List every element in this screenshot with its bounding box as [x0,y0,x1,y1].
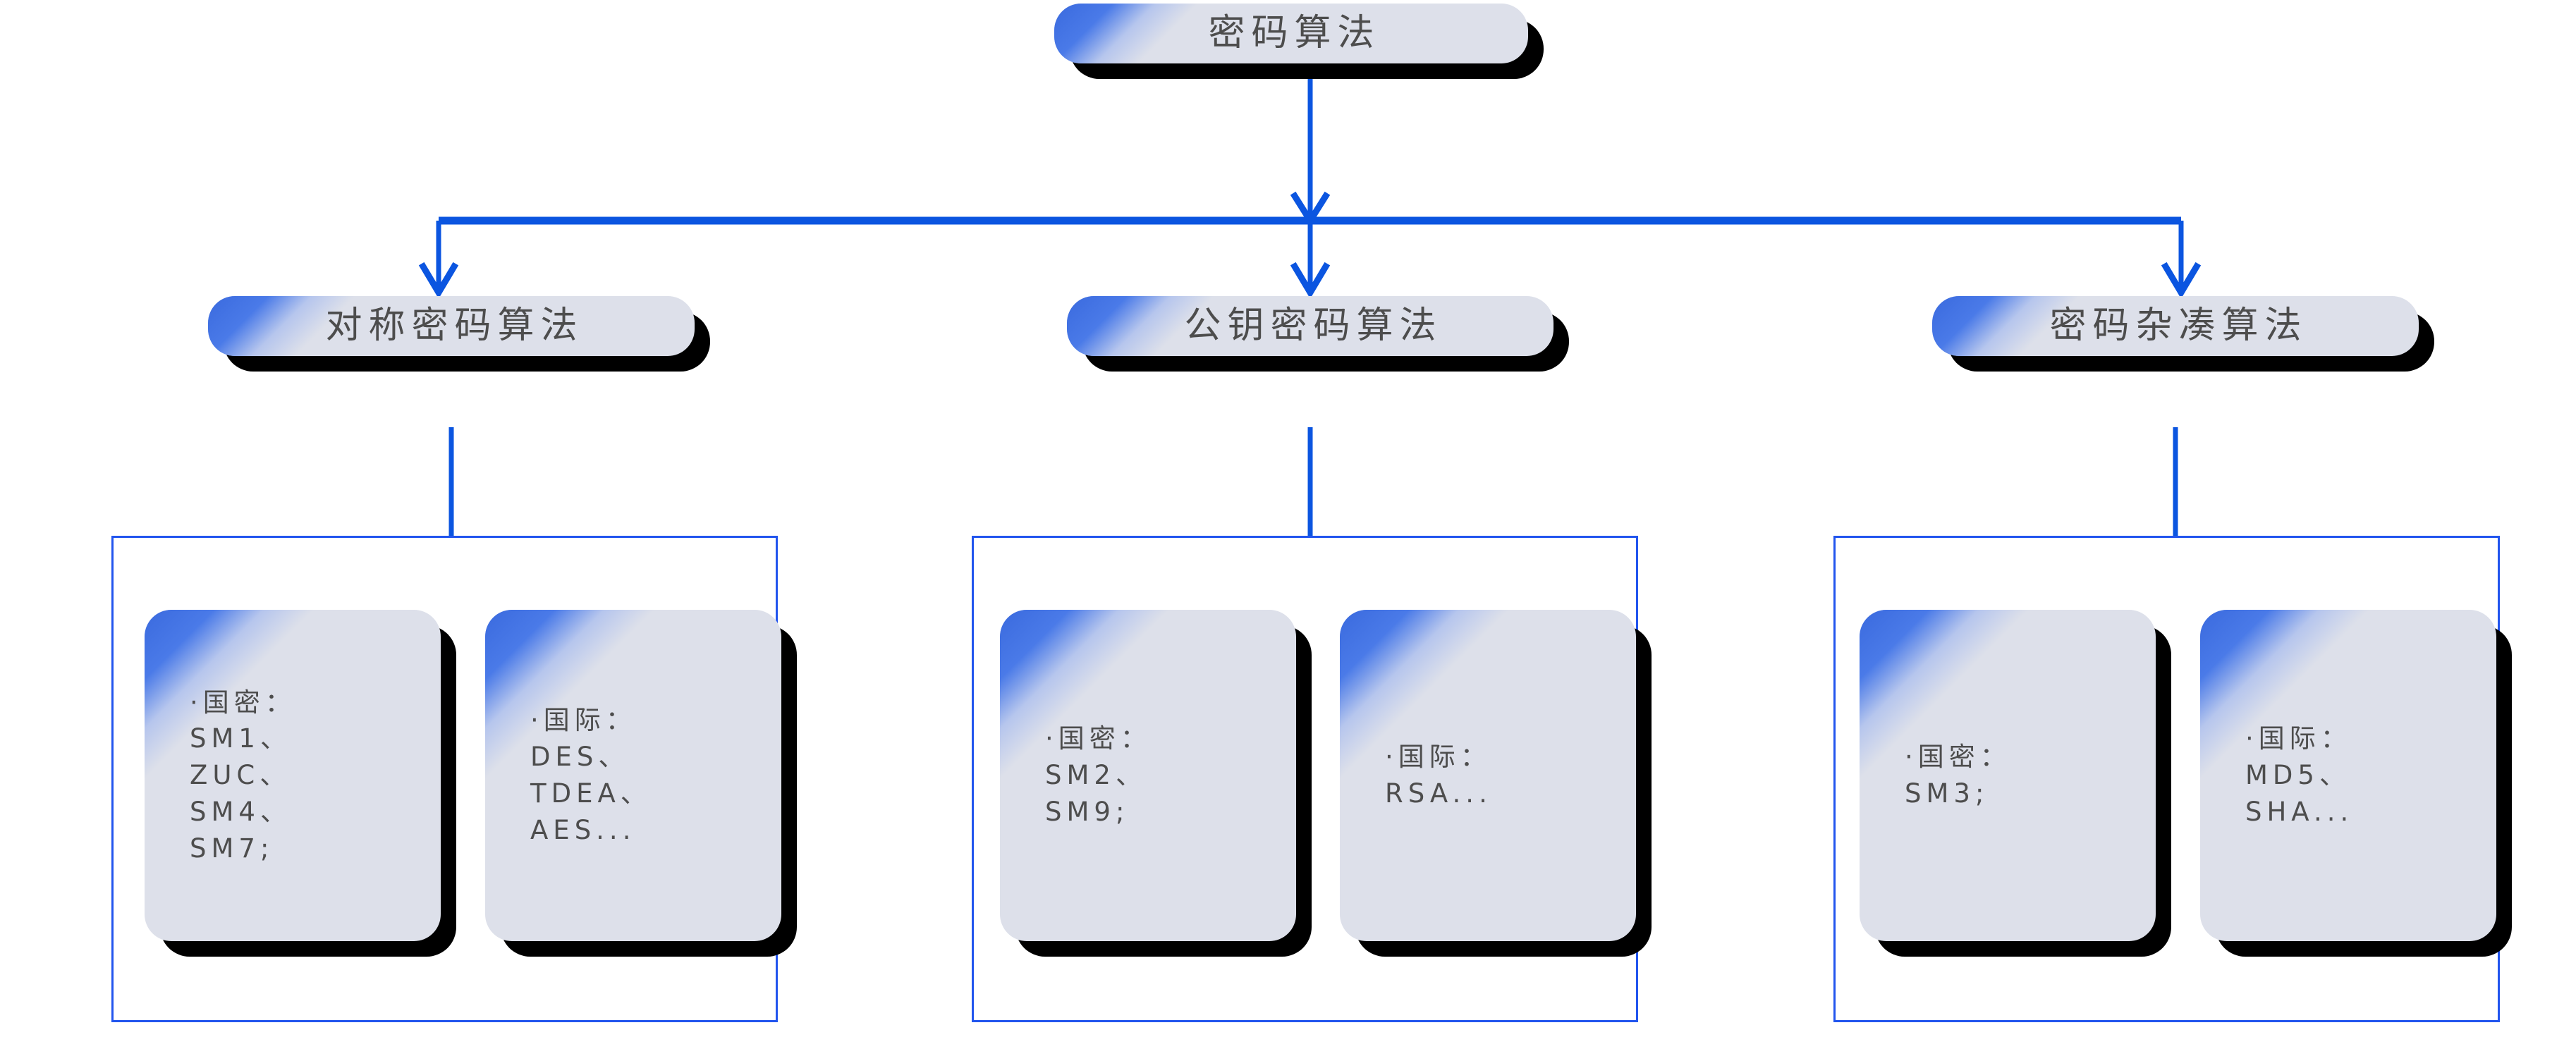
card-accent-gradient [2200,610,2496,941]
leaf-card-text: ·国际： MD5、 SHA... [2245,723,2354,827]
card-accent-gradient [145,610,441,941]
leaf-card-symmetric-domestic[interactable]: ·国密： SM1、 ZUC、 SM4、 SM7; [145,610,456,957]
leaf-card-publickey-international[interactable]: ·国际： RSA... [1340,610,1652,957]
card-face: 对称密码算法 [208,296,695,356]
leaf-card-hash-domestic[interactable]: ·国密： SM3; [1860,610,2171,957]
leaf-card-hash-international[interactable]: ·国际： MD5、 SHA... [2200,610,2512,957]
card-face: ·国密： SM1、 ZUC、 SM4、 SM7; [145,610,441,941]
node-branch-label: 对称密码算法 [325,305,584,348]
leaf-card-publickey-domestic[interactable]: ·国密： SM2、 SM9; [1000,610,1312,957]
card-accent-gradient [1054,4,1528,63]
node-branch-publickey[interactable]: 公钥密码算法 [1067,296,1569,372]
card-accent-gradient [485,610,781,941]
card-accent-gradient [1932,296,2419,356]
card-accent-gradient [1340,610,1636,941]
card-face: ·国密： SM3; [1860,610,2156,941]
card-face: ·国际： DES、 TDEA、 AES... [485,610,781,941]
card-face: 密码杂凑算法 [1932,296,2419,356]
card-face: ·国际： RSA... [1340,610,1636,941]
leaf-card-text: ·国密： SM2、 SM9; [1045,723,1152,827]
card-accent-gradient [1860,610,2156,941]
card-face: 密码算法 [1054,4,1528,63]
arrowhead-right [2161,262,2202,299]
card-accent-gradient [208,296,695,356]
leaf-card-symmetric-international[interactable]: ·国际： DES、 TDEA、 AES... [485,610,797,957]
arrowhead-center [1290,262,1331,299]
card-accent-gradient [1067,296,1553,356]
leaf-card-text: ·国密： SM3; [1905,742,2011,809]
card-accent-gradient [1000,610,1296,941]
node-root-label: 密码算法 [1208,12,1381,55]
card-face: ·国际： MD5、 SHA... [2200,610,2496,941]
leaf-card-text: ·国际： DES、 TDEA、 AES... [530,705,652,845]
leaf-card-text: ·国密： SM1、 ZUC、 SM4、 SM7; [190,687,296,864]
arrowhead-root [1290,191,1331,227]
node-branch-symmetric[interactable]: 对称密码算法 [208,296,710,372]
card-face: 公钥密码算法 [1067,296,1553,356]
node-branch-label: 公钥密码算法 [1184,305,1443,348]
arrowhead-left [418,262,459,299]
node-root[interactable]: 密码算法 [1054,4,1544,79]
node-branch-label: 密码杂凑算法 [2049,305,2308,348]
node-branch-hash[interactable]: 密码杂凑算法 [1932,296,2434,372]
leaf-card-text: ·国际： RSA... [1385,742,1492,809]
card-face: ·国密： SM2、 SM9; [1000,610,1296,941]
